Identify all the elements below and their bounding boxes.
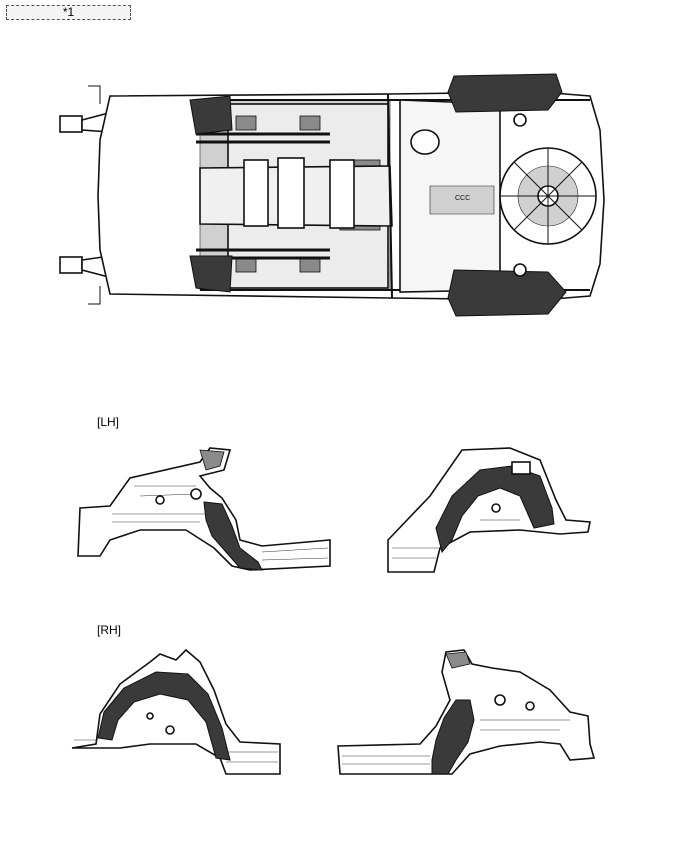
crossmember-3 [329,159,355,229]
callout-box: *1 [6,5,131,20]
crossmember-2 [277,157,305,229]
rear-floor-hole [410,129,440,155]
rh-rear-view [71,648,281,775]
lh-rear-panel [387,447,591,573]
front-bracket-upper [59,115,83,133]
rh-rear-wheelhouse [97,671,231,761]
lh-rear-wheelhouse [435,465,555,554]
lh-front-wheelhouse [203,501,263,571]
rh-rear-panel [71,648,281,775]
front-bracket-lower [59,256,83,274]
rear-wheelhouse-upper [447,73,563,113]
lh-front-panel [77,447,331,571]
lh-front-view [77,447,331,571]
rh-front-wheelhouse [431,699,475,775]
callout-label: *1 [62,5,75,19]
crossmember-1 [243,159,269,227]
lh-rear-view [387,447,591,573]
rear-wheelhouse-lower [447,269,567,317]
svg-text:CCC: CCC [455,195,470,202]
underbody-view: CCC [59,73,605,317]
section-label-rh: [RH] [97,623,121,637]
rh-front-view [337,649,596,775]
section-label-lh: [LH] [97,415,120,429]
